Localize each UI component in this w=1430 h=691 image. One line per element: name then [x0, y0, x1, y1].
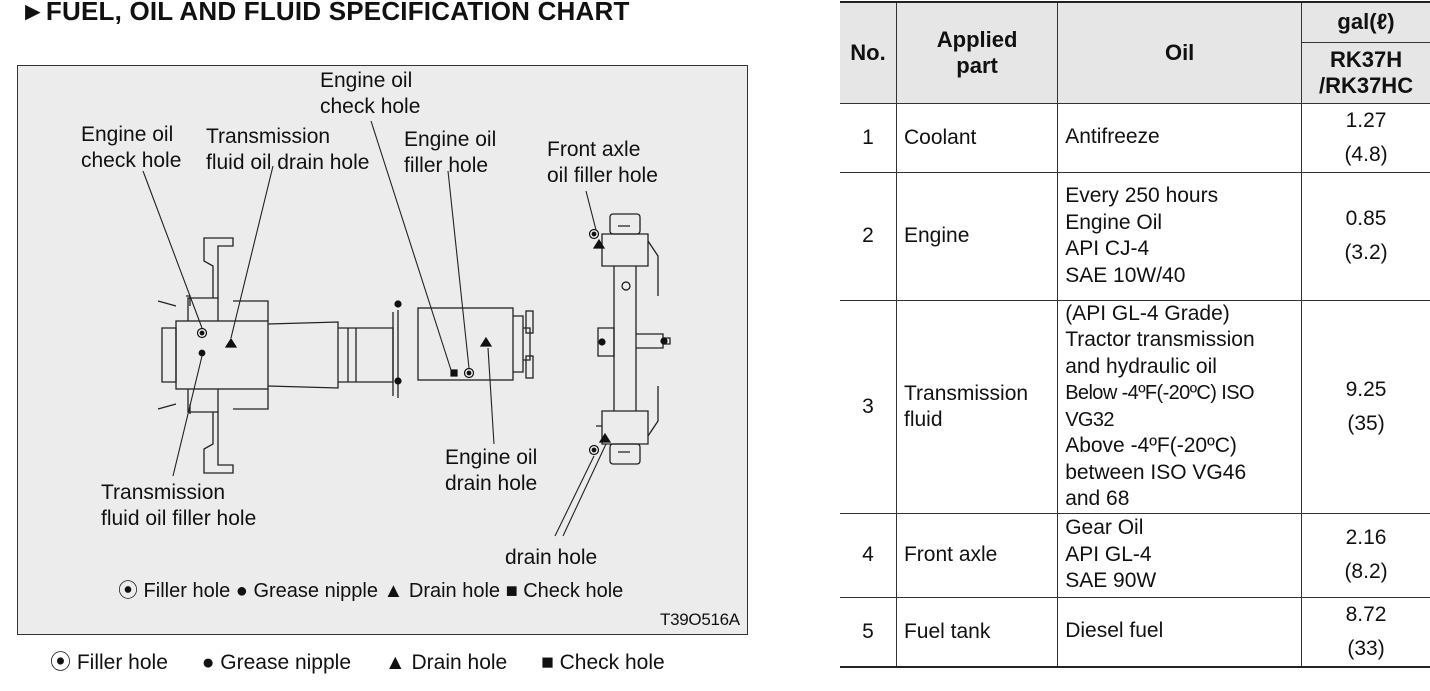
legend-drain-hole: ▲ Drain hole [384, 651, 508, 674]
table-row: 5 Fuel tank Diesel fuel 8.72(33) [840, 596, 1430, 668]
drain-hole-icon: ▲ [384, 651, 406, 674]
tractor-lubrication-diagram: Engine oil check hole Transmission fluid… [17, 65, 748, 635]
front-axle-lower-hub [609, 443, 641, 465]
engine-block [417, 307, 514, 381]
legend-check-hole: ■ Check hole [541, 651, 665, 674]
drain-hole-marker [479, 336, 493, 347]
header-model: RK37H /RK37HC [1301, 41, 1430, 104]
drain-hole-marker [224, 337, 238, 348]
header-applied-part: Applied part [895, 1, 1059, 104]
header-no: No. [840, 1, 897, 104]
legend-grease-nipple: ● Grease nipple [201, 651, 352, 674]
diagram-legend: ⦿ Filler hole ● Grease nipple ▲ Drain ho… [118, 580, 624, 602]
grease-nipple-marker [394, 300, 402, 308]
table-row: 3 Transmission fluid (API GL-4 Grade) Tr… [840, 299, 1430, 514]
page-title: ►FUEL, OIL AND FLUID SPECIFICATION CHART [20, 0, 630, 26]
label-drain-hole: drain hole [505, 546, 598, 569]
label-engine-oil-drain-hole: Engine oil drain hole [445, 446, 538, 495]
header-unit: gal(ℓ) [1301, 1, 1430, 43]
check-hole-icon: ■ [541, 651, 554, 674]
table-row: 2 Engine Every 250 hours Engine Oil API … [840, 171, 1430, 301]
label-engine-oil-check-hole-left: Engine oil check hole [81, 123, 182, 172]
legend-filler-hole: ⦿ Filler hole [50, 651, 168, 674]
symbol-legend: ⦿ Filler hole ● Grease nipple ▲ Drain ho… [50, 646, 693, 676]
label-transmission-fluid-oil-filler-hole: Transmission fluid oil filler hole [101, 481, 257, 530]
grease-nipple-marker [198, 349, 206, 357]
label-engine-oil-filler-hole: Engine oil filler hole [404, 128, 497, 177]
header-oil: Oil [1057, 1, 1303, 104]
filler-hole-marker [463, 367, 475, 379]
figure-code: T39O516A [660, 610, 740, 629]
table-row: 4 Front axle Gear Oil API GL-4 SAE 90W 2… [840, 512, 1430, 598]
grease-nipple-icon: ● [201, 651, 215, 674]
filler-hole-marker [196, 327, 208, 339]
table-row: 1 Coolant Antifreeze 1.27(4.8) [840, 102, 1430, 173]
filler-hole-icon: ⦿ [50, 651, 71, 674]
label-transmission-fluid-oil-drain-hole: Transmission fluid oil drain hole [206, 125, 370, 174]
check-hole-marker [450, 369, 458, 377]
label-engine-oil-check-hole-top: Engine oil check hole [320, 69, 421, 118]
leader-lines [142, 120, 607, 537]
spec-table: No. Applied part Oil gal(ℓ) RK37H /RK37H… [840, 1, 1430, 668]
front-axle-upper-hub [609, 213, 641, 235]
tractor-drawing [142, 120, 671, 537]
transmission-housing [175, 320, 269, 390]
label-front-axle-oil-filler-hole: Front axle oil filler hole [547, 138, 658, 187]
